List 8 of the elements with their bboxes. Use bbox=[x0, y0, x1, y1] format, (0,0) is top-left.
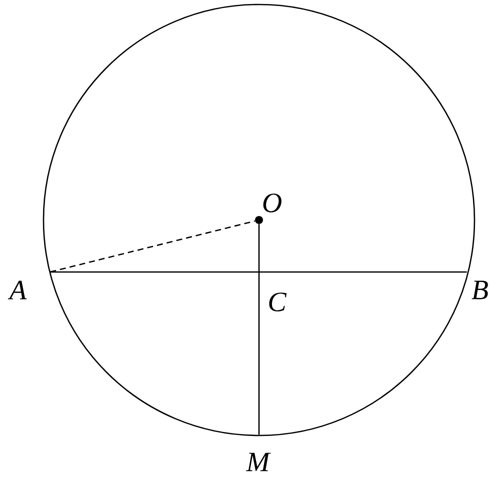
point-label: M bbox=[246, 452, 271, 472]
point-label: C bbox=[269, 292, 287, 312]
line-segment bbox=[258, 224, 260, 435]
line-segment bbox=[50, 271, 467, 273]
point-label: B bbox=[472, 280, 488, 300]
dashed-segment bbox=[50, 220, 256, 273]
point-label: A bbox=[8, 280, 27, 300]
point-label: O bbox=[263, 194, 282, 212]
